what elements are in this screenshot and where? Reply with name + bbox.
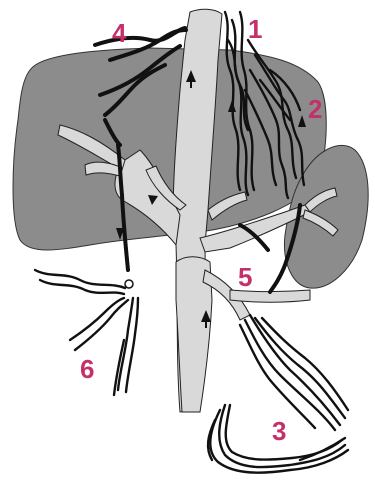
- collateral-endpoint: [125, 280, 133, 288]
- label-3: 3: [272, 416, 286, 446]
- label-5: 5: [238, 262, 252, 292]
- collateral-3: [208, 315, 348, 473]
- label-1: 1: [248, 14, 262, 44]
- label-4: 4: [112, 18, 127, 48]
- label-6: 6: [80, 354, 94, 384]
- label-2: 2: [308, 94, 322, 124]
